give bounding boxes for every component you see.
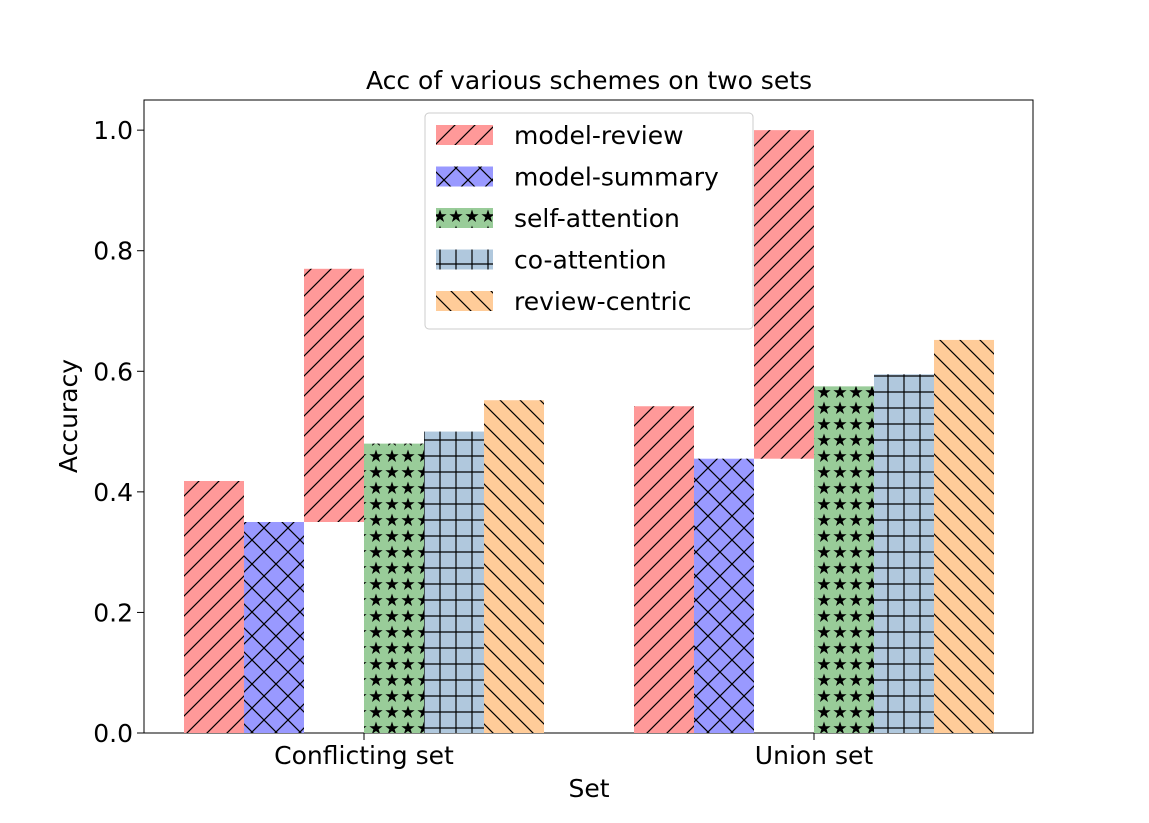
chart-title: Acc of various schemes on two sets — [366, 66, 812, 95]
bar-hatch — [484, 400, 544, 733]
legend-swatch-hatch — [436, 166, 493, 187]
bar-model-summary-1 — [694, 458, 754, 733]
legend-label: review-centric — [514, 287, 691, 316]
bar-model-summary-0 — [244, 522, 304, 733]
legend-label: self-attention — [514, 204, 680, 233]
bar-model-review-stacked-0 — [304, 268, 364, 522]
bar-hatch — [424, 431, 484, 733]
legend-swatch-hatch — [436, 291, 493, 311]
bar-self-attention-1 — [814, 386, 874, 733]
x-axis-label: Set — [568, 774, 609, 803]
legend-entry-co-attention: co-attention — [436, 246, 667, 275]
bar-model-review-1 — [634, 406, 694, 733]
bar-model-review-0 — [184, 481, 244, 733]
legend: model-review model-summary self-attention c… — [424, 112, 754, 330]
legend-swatch-hatch — [436, 125, 493, 145]
y-axis: 0.0 0.2 0.4 0.6 0.8 1.0 — [93, 116, 144, 748]
bars — [184, 130, 994, 733]
legend-entry-model-summary: model-summary — [436, 163, 719, 192]
bar-hatch — [814, 386, 874, 733]
bar-self-attention-0 — [364, 443, 424, 733]
y-axis-label: Accuracy — [54, 359, 83, 473]
bar-review-centric-0 — [484, 400, 544, 733]
bar-hatch — [634, 406, 694, 733]
y-tick-label: 0.6 — [93, 357, 133, 386]
bar-hatch — [244, 522, 304, 733]
bar-hatch — [694, 458, 754, 733]
bar-hatch — [304, 268, 364, 522]
bar-co-attention-1 — [874, 374, 934, 733]
legend-entry-review-centric: review-centric — [436, 287, 691, 316]
y-tick-label: 0.4 — [93, 478, 133, 507]
bar-co-attention-0 — [424, 431, 484, 733]
bar-model-review-stacked-1 — [754, 130, 814, 459]
legend-entry-model-review: model-review — [436, 121, 684, 150]
legend-label: co-attention — [514, 246, 667, 275]
legend-label: model-review — [514, 121, 684, 150]
y-tick-label: 1.0 — [93, 116, 133, 145]
y-tick-label: 0.8 — [93, 237, 133, 266]
x-tick-label: Conflicting set — [274, 741, 454, 770]
plot-area: 0.0 0.2 0.4 0.6 0.8 1.0 Conflicting set Union … — [93, 99, 1034, 770]
y-tick-label: 0.2 — [93, 598, 133, 627]
plot-frame — [143, 99, 1034, 734]
legend-swatch-hatch — [436, 208, 493, 228]
legend-entries: model-review model-summary self-attention c… — [436, 121, 719, 316]
legend-frame — [424, 112, 754, 330]
y-tick-label: 0.0 — [93, 719, 133, 748]
x-axis: Conflicting set Union set — [274, 733, 873, 770]
bar-hatch — [754, 130, 814, 459]
bar-review-centric-1 — [934, 339, 994, 733]
bar-hatch — [874, 374, 934, 733]
x-tick-label: Union set — [755, 741, 874, 770]
bar-hatch — [184, 481, 244, 733]
legend-label: model-summary — [514, 163, 719, 192]
bar-hatch — [934, 339, 994, 733]
legend-swatch-hatch — [436, 249, 493, 270]
bar-hatch — [364, 443, 424, 733]
legend-entry-self-attention: self-attention — [436, 204, 680, 233]
